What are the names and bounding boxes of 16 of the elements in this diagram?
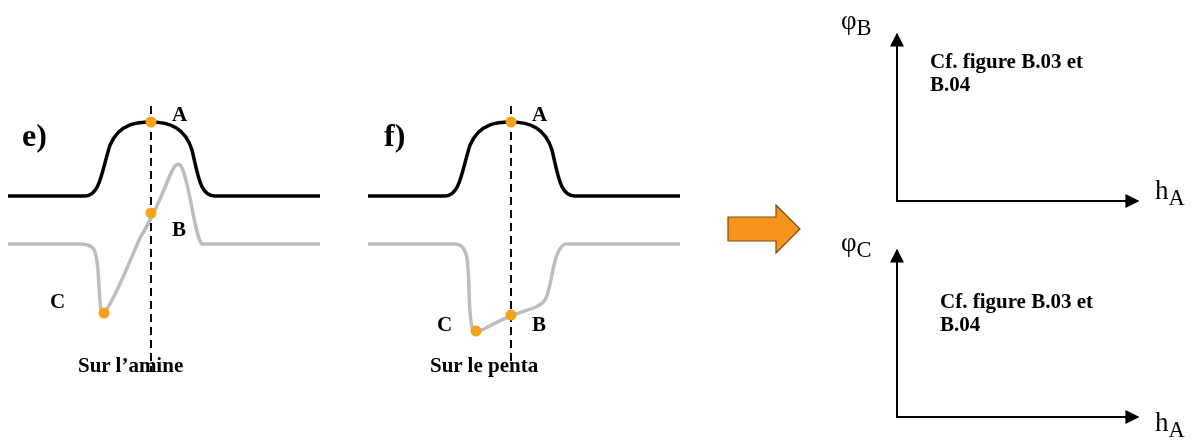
note-text: Cf. figure B.03 et B.04 (940, 290, 1094, 337)
point-label: C (50, 290, 66, 314)
axis-label: h$_{A}$ (1155, 408, 1185, 444)
panel-label: f) (384, 118, 406, 154)
point-label: A (172, 103, 188, 127)
point-label: C (437, 313, 453, 337)
point-label: B (532, 313, 546, 337)
caption-text: Sur l’amine (78, 354, 184, 378)
point-label: B (172, 218, 186, 242)
axis-label: φ$_{C}$ (841, 228, 872, 264)
axis-label: φ$_{B}$ (841, 6, 872, 42)
point-label: A (532, 103, 548, 127)
note-text: Cf. figure B.03 et B.04 (930, 50, 1084, 97)
panel-label: e) (22, 118, 47, 154)
caption-text: Sur le penta (430, 354, 539, 378)
axis-label: h$_{A}$ (1155, 176, 1185, 212)
